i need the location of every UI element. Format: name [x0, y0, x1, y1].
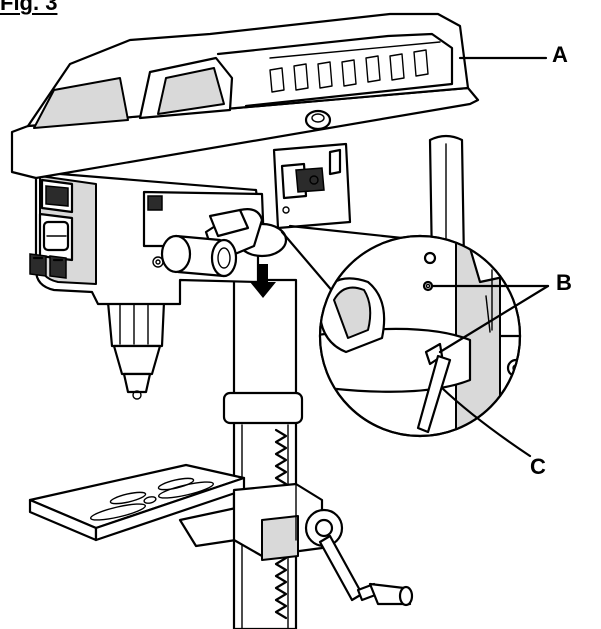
leader-lines — [430, 56, 550, 458]
depth-stop — [272, 142, 352, 230]
worktable — [28, 463, 246, 548]
callout-label-c: C — [530, 454, 546, 479]
table-crank — [304, 508, 414, 607]
callout-label-a: A — [552, 42, 568, 67]
detail-zoom — [280, 224, 522, 438]
figure-title: Fig. 3 — [0, 0, 58, 15]
switch-panel — [29, 178, 74, 279]
table-bracket — [232, 482, 324, 561]
column-top — [428, 134, 466, 266]
feed-hub — [160, 208, 288, 278]
callout-label-b: B — [556, 270, 572, 295]
down-arrow-icon — [250, 264, 276, 298]
top-cover — [10, 12, 480, 180]
column — [222, 278, 304, 629]
